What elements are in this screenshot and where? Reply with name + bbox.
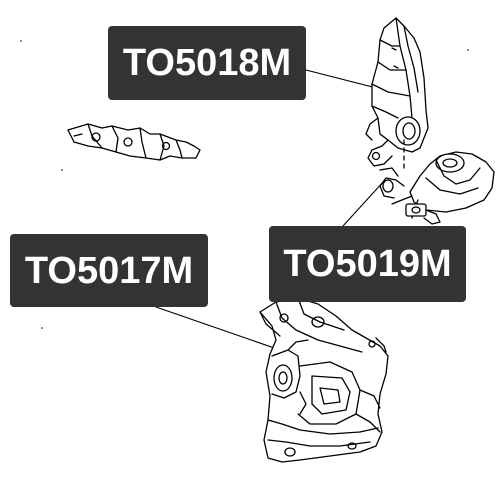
- leader-line-right: [342, 180, 385, 227]
- part-label-right: TO5019M: [269, 226, 466, 302]
- part-label-top: TO5018M: [108, 26, 306, 100]
- speck: [467, 49, 469, 51]
- speck: [61, 169, 63, 171]
- speck: [20, 40, 22, 42]
- leader-line-left: [155, 306, 281, 351]
- part-label-left: TO5017M: [10, 234, 208, 307]
- speck: [41, 327, 43, 329]
- left-bracket-drawing: [67, 123, 201, 161]
- upper-mount-drawing: [365, 17, 429, 171]
- lower-mount-drawing: [259, 297, 389, 463]
- middle-mount-drawing: [379, 151, 495, 225]
